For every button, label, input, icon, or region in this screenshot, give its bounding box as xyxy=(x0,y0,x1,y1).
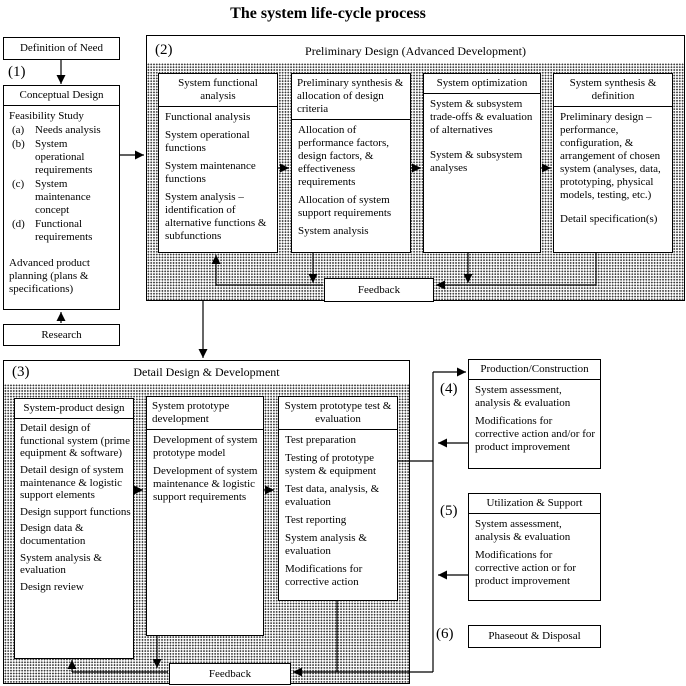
box-content: Detail design of functional system (prim… xyxy=(15,419,133,600)
stage-1-label: (1) xyxy=(8,64,26,80)
box-content: Allocation of performance factors, desig… xyxy=(292,120,410,245)
list-item: Modifications for corrective action or f… xyxy=(475,548,577,587)
stage-2-label: (2) xyxy=(155,42,173,58)
list-item: Test preparation xyxy=(285,433,357,446)
detail-design-title: Detail Design & Development xyxy=(133,365,280,379)
list-item: System analysis – identification of alte… xyxy=(165,190,267,242)
list-item: Design support functions xyxy=(20,505,131,518)
list-item: System maintenance functions xyxy=(165,159,256,185)
list-item: Preliminary design – performance, config… xyxy=(560,110,661,201)
list-item: System & subsystem analyses xyxy=(430,148,523,174)
list-item: Test reporting xyxy=(285,513,347,526)
list-item: Detail specification(s) xyxy=(560,212,658,225)
box-content: Test preparation Testing of prototype sy… xyxy=(279,430,397,596)
list-item: Design data & documentation xyxy=(20,522,86,548)
list-item: System assessment, analysis & evaluation xyxy=(475,383,571,409)
system-functional-analysis-box: System functional analysis Functional an… xyxy=(158,73,278,253)
feasibility-item: (c) System maintenance concept xyxy=(12,177,91,216)
list-item: Modifications for corrective action xyxy=(285,562,363,588)
definition-of-need-box: Definition of Need xyxy=(3,37,120,60)
list-item: Allocation of system support requirement… xyxy=(298,193,392,219)
list-item: System & subsystem trade-offs & evaluati… xyxy=(430,97,533,136)
system-product-design-header: System-product design xyxy=(15,399,133,419)
list-item: Development of system prototype model xyxy=(153,433,258,459)
feasibility-item: (a) Needs analysis xyxy=(12,123,101,136)
list-item: Testing of prototype system & equipment xyxy=(285,451,377,477)
stage-5-label: (5) xyxy=(440,503,458,519)
list-item: System analysis & evaluation xyxy=(20,551,102,577)
system-synthesis-definition-box: System synthesis & definition Preliminar… xyxy=(553,73,673,253)
system-product-design-box: System-product design Detail design of f… xyxy=(14,398,134,659)
conceptual-design-box: Conceptual Design Feasibility Study (a) … xyxy=(3,85,120,310)
utilization-support-header: Utilization & Support xyxy=(469,494,600,514)
detail-design-feedback-box: Feedback xyxy=(169,663,291,685)
stage-6-label: (6) xyxy=(436,626,454,642)
phaseout-disposal-box: Phaseout & Disposal xyxy=(468,625,601,648)
preliminary-design-block: (2) Preliminary Design (Advanced Develop… xyxy=(146,35,685,302)
box-content: System assessment, analysis & evaluation… xyxy=(469,514,600,595)
list-item: Modifications for corrective action and/… xyxy=(475,414,596,453)
preliminary-design-title: Preliminary Design (Advanced Development… xyxy=(305,44,526,58)
research-box: Research xyxy=(3,324,120,346)
list-item: System analysis xyxy=(298,224,369,237)
stage-3-label: (3) xyxy=(12,364,30,380)
production-construction-header: Production/Construction xyxy=(469,360,600,380)
system-functional-analysis-header: System functional analysis xyxy=(159,74,277,107)
system-optimization-box: System optimization System & subsystem t… xyxy=(423,73,541,253)
system-prototype-test-header: System prototype test & evaluation xyxy=(279,397,397,430)
box-content: Development of system prototype model De… xyxy=(147,430,263,511)
feasibility-item: (b) System operational requirements xyxy=(12,137,93,176)
box-content: Functional analysis System operational f… xyxy=(159,107,277,250)
system-prototype-development-header: System prototype development xyxy=(147,397,263,430)
box-content: Preliminary design – performance, config… xyxy=(554,107,672,233)
production-construction-box: Production/Construction System assessmen… xyxy=(468,359,601,469)
stage-4-label: (4) xyxy=(440,381,458,397)
diagram-title: The system life-cycle process xyxy=(230,5,426,22)
list-item: Detail design of system maintenance & lo… xyxy=(20,463,124,502)
list-item: System assessment, analysis & evaluation xyxy=(475,517,571,543)
list-item: Functional analysis xyxy=(165,110,251,123)
box-content: System assessment, analysis & evaluation… xyxy=(469,380,600,461)
system-prototype-test-box: System prototype test & evaluation Test … xyxy=(278,396,398,601)
list-item: Detail design of functional system (prim… xyxy=(20,421,130,460)
feasibility-study-title: Feasibility Study xyxy=(9,109,84,122)
advanced-product-planning: Advanced product planning (plans & speci… xyxy=(9,256,90,295)
list-item: System analysis & evaluation xyxy=(285,531,367,557)
list-item: Test data, analysis, & evaluation xyxy=(285,482,380,508)
preliminary-design-feedback-box: Feedback xyxy=(324,278,434,302)
utilization-support-box: Utilization & Support System assessment,… xyxy=(468,493,601,601)
list-item: Design review xyxy=(20,581,84,594)
list-item: Allocation of performance factors, desig… xyxy=(298,123,390,188)
system-optimization-header: System optimization xyxy=(424,74,540,94)
detail-design-block: (3) Detail Design & Development System-p… xyxy=(3,360,410,685)
list-item: System operational functions xyxy=(165,128,250,154)
preliminary-synthesis-header: Preliminary synthesis & allocation of de… xyxy=(292,74,410,120)
conceptual-design-content: Feasibility Study (a) Needs analysis (b)… xyxy=(4,106,119,298)
preliminary-synthesis-box: Preliminary synthesis & allocation of de… xyxy=(291,73,411,253)
box-content: System & subsystem trade-offs & evaluati… xyxy=(424,94,540,182)
list-item: Development of system maintenance & logi… xyxy=(153,464,258,503)
conceptual-design-header: Conceptual Design xyxy=(4,86,119,106)
feasibility-item: (d) Functional requirements xyxy=(12,217,93,243)
system-prototype-development-box: System prototype development Development… xyxy=(146,396,264,636)
system-synthesis-definition-header: System synthesis & definition xyxy=(554,74,672,107)
